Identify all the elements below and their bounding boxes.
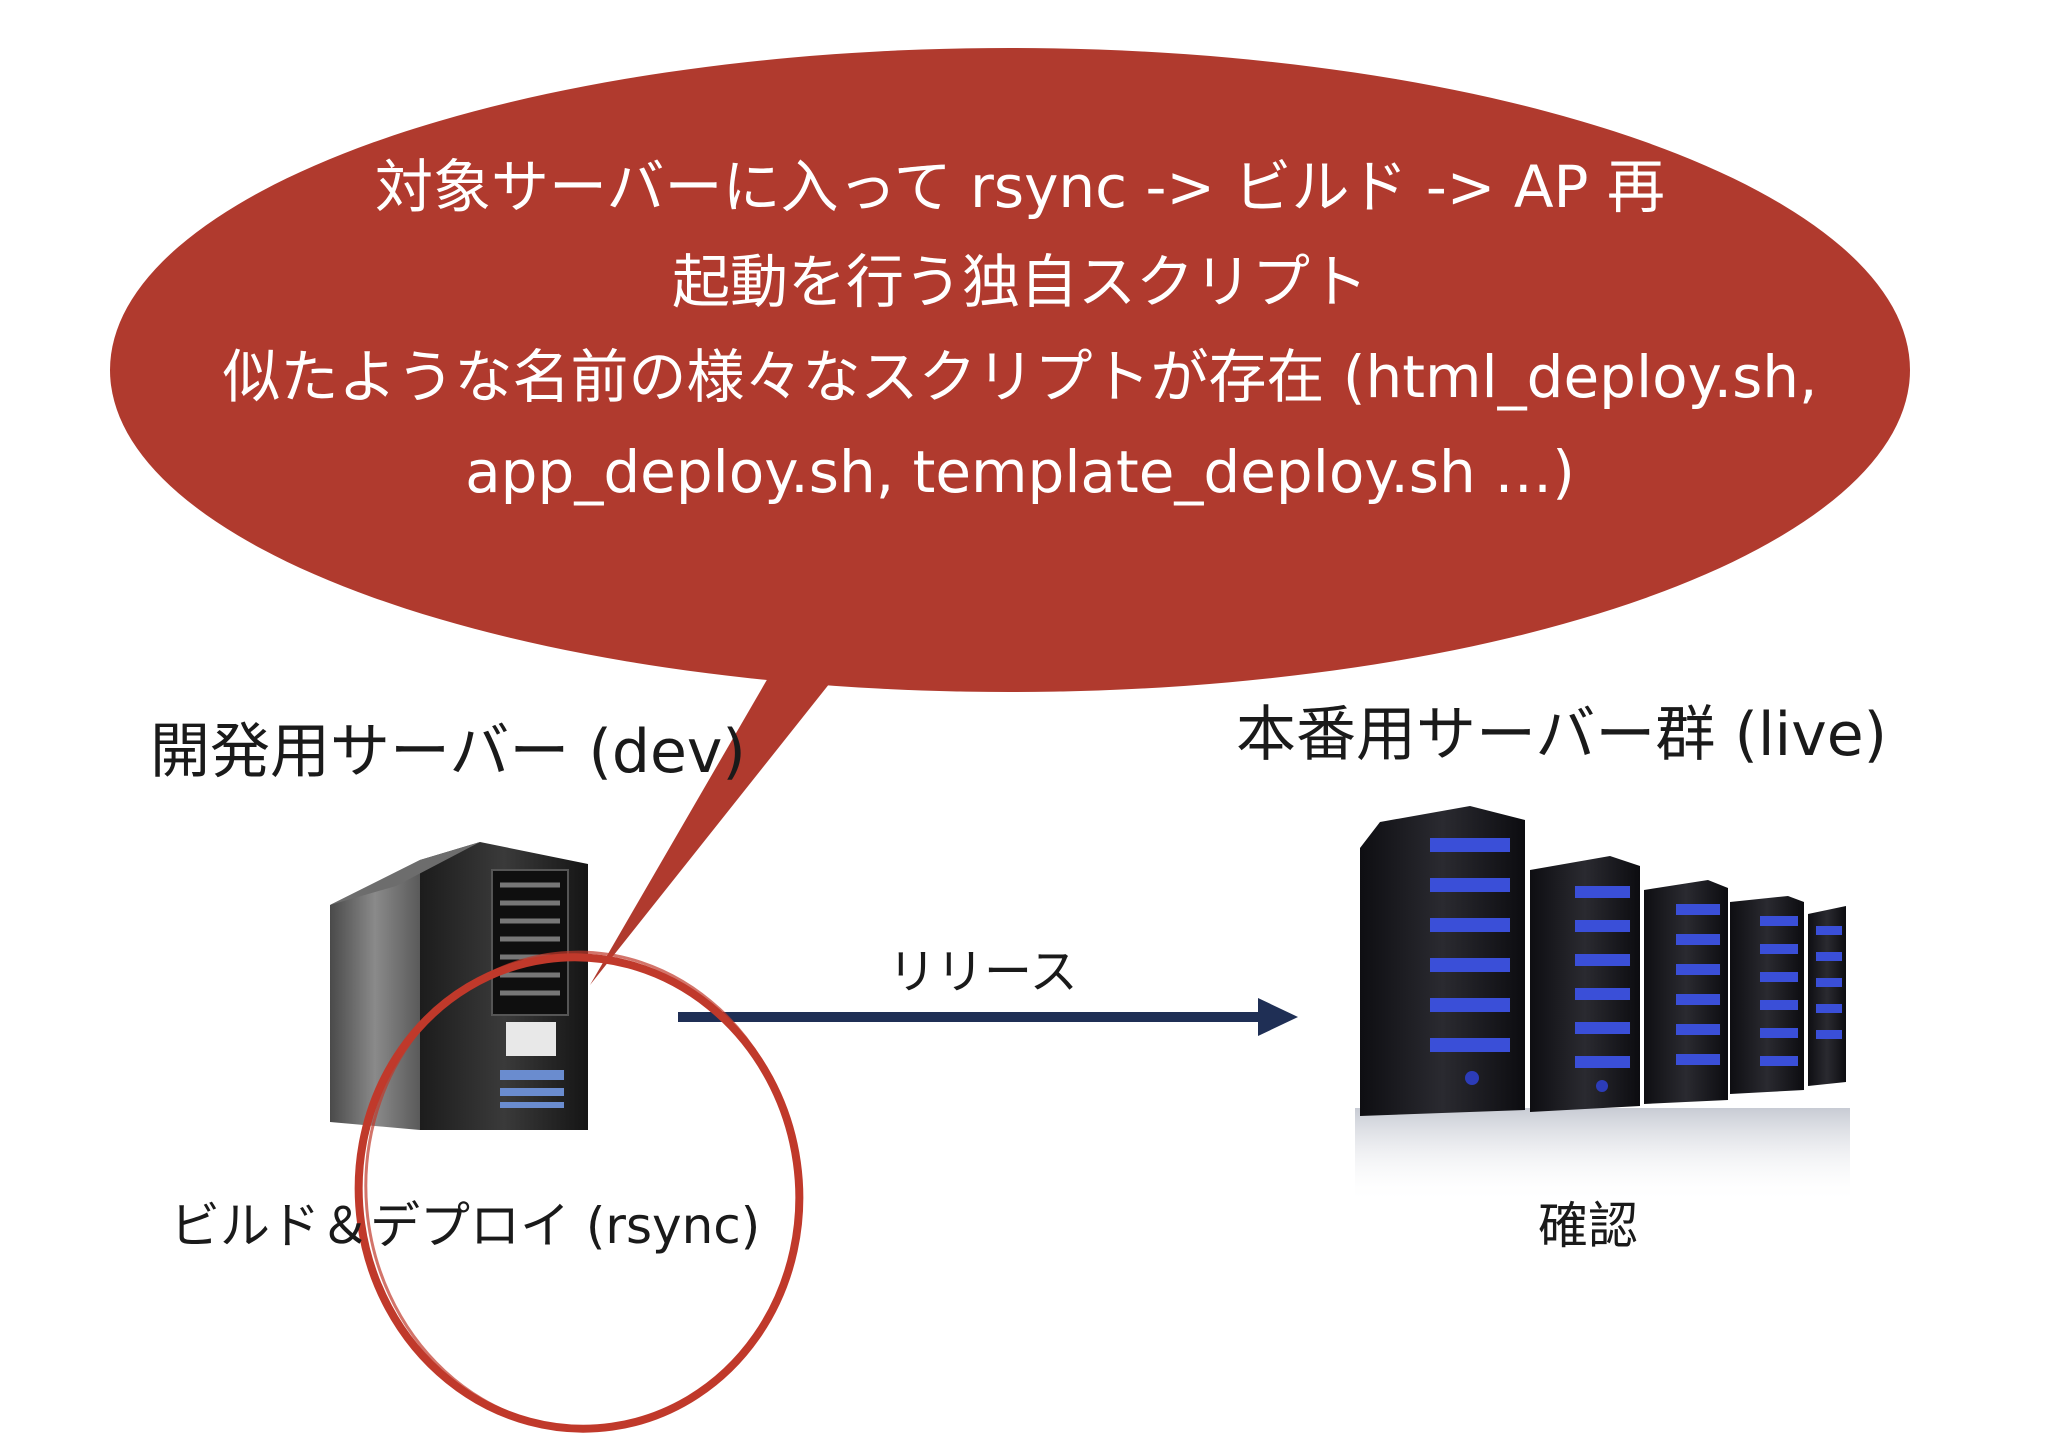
release-arrow bbox=[678, 998, 1298, 1036]
callout-text: 対象サーバーに入って rsync -> ビルド -> AP 再 起動を行う独自ス… bbox=[140, 140, 1900, 520]
release-label: リリース bbox=[888, 944, 1078, 1000]
confirm-caption: 確認 bbox=[1538, 1197, 1638, 1255]
server-rack-icon bbox=[1355, 806, 1850, 1203]
highlight-circle bbox=[354, 950, 804, 1433]
build-deploy-caption: ビルド＆デプロイ (rsync) bbox=[170, 1197, 761, 1255]
dev-server-title: 開発用サーバー (dev) bbox=[150, 717, 746, 787]
callout-line: app_deploy.sh, template_deploy.sh …) bbox=[465, 438, 1575, 506]
live-servers-title: 本番用サーバー群 (live) bbox=[1236, 700, 1888, 770]
callout-line: 起動を行う独自スクリプト bbox=[671, 248, 1368, 316]
callout-line: 対象サーバーに入って rsync -> ビルド -> AP 再 bbox=[375, 153, 1665, 221]
callout-line: 似たような名前の様々なスクリプトが存在 (html_deploy.sh, bbox=[222, 343, 1818, 411]
tower-server-icon bbox=[330, 842, 588, 1130]
callout-bubble bbox=[110, 48, 1910, 985]
